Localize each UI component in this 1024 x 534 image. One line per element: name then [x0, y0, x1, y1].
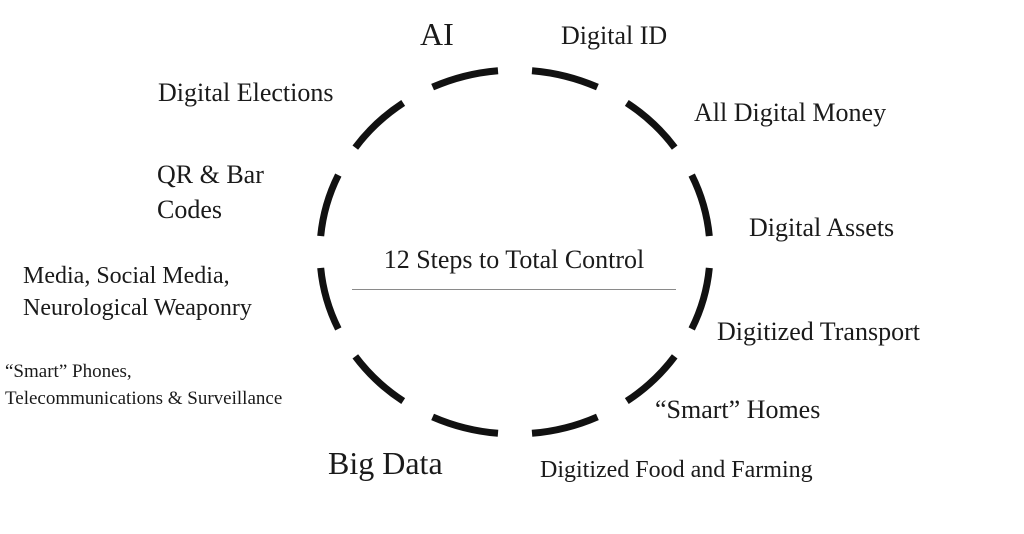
ring-dash-ai: [531, 67, 599, 91]
ring-dash-digital-elections: [431, 67, 499, 91]
ring-dash-smart-homes: [531, 413, 599, 437]
ring-dash-big-data: [352, 354, 406, 405]
step-label-digital-elections: Digital Elections: [158, 78, 334, 107]
step-label-big-data: Big Data: [328, 445, 443, 481]
ring-dash-smart-phones: [317, 267, 342, 331]
step-label-all-digital-money: All Digital Money: [694, 98, 887, 127]
ring-dash-all-digital-money: [688, 173, 713, 237]
center-title: 12 Steps to Total Control: [383, 245, 645, 274]
step-label-digital-assets: Digital Assets: [749, 213, 895, 242]
step-label-digitized-food-farming: Digitized Food and Farming: [540, 457, 813, 483]
ring-dash-digital-assets: [688, 267, 713, 331]
center-underline: [352, 289, 676, 290]
step-label-smart-phones: “Smart” Phones, Telecommunications & Sur…: [5, 361, 283, 409]
step-label-digitized-transport: Digitized Transport: [717, 317, 920, 346]
step-label-qr-bar-codes: QR & Bar Codes: [157, 160, 264, 224]
step-label-smart-homes: “Smart” Homes: [655, 395, 821, 424]
ring-dash-media: [317, 173, 342, 237]
ring-dash-qr-bar-codes: [352, 99, 406, 150]
step-label-media: Media, Social Media, Neurological Weapon…: [23, 263, 252, 321]
ring-dash-digitized-transport: [624, 354, 678, 405]
ring-dash-digitized-food-farming: [431, 413, 499, 437]
step-label-digital-id: Digital ID: [561, 21, 668, 50]
ring-dash-digital-id: [624, 99, 678, 150]
step-label-ai: AI: [420, 16, 454, 52]
